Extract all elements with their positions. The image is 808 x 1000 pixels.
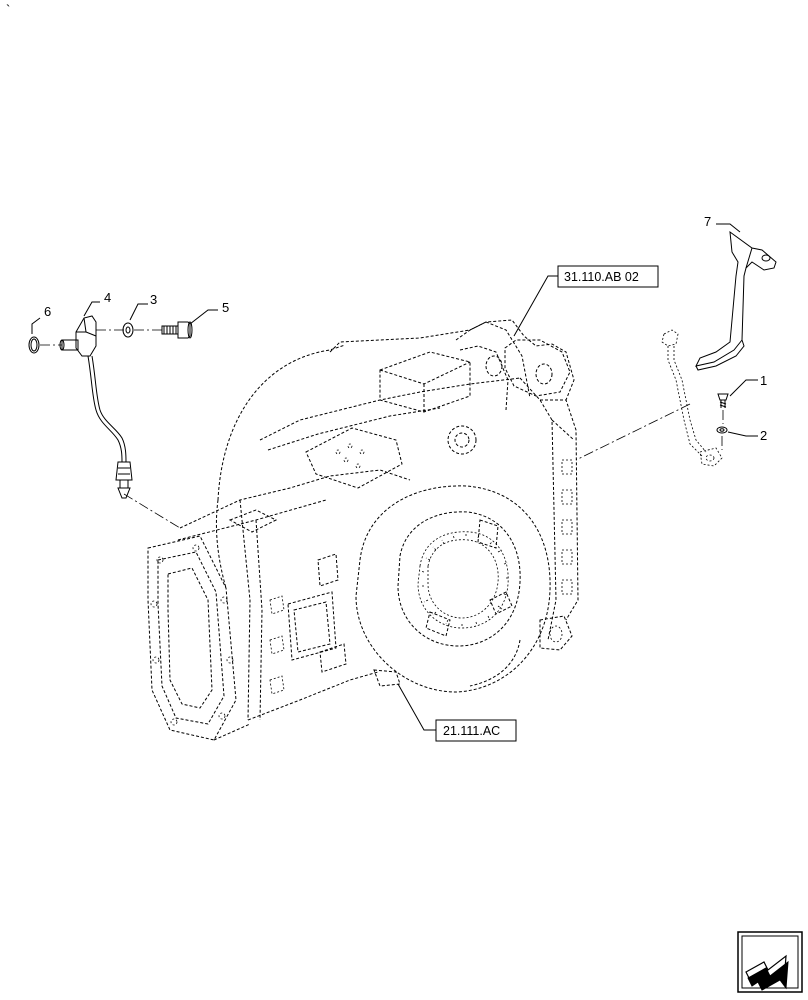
next-page-arrow-icon[interactable]	[737, 931, 803, 993]
reference-label-top: 31.110.AB 02	[564, 270, 639, 284]
callout-5: 5	[222, 300, 229, 315]
callout-leaders	[31, 223, 758, 731]
part-7-bracket	[695, 230, 777, 371]
part-5-bolt	[161, 321, 193, 339]
right-sensor-harness	[661, 329, 723, 467]
callout-6: 6	[44, 304, 51, 319]
part-4-speed-sensor	[59, 315, 133, 499]
part-2-washer	[716, 426, 728, 434]
callout-7: 7	[704, 214, 711, 229]
corner-mark: `	[6, 2, 10, 17]
callout-3: 3	[150, 292, 157, 307]
reference-label-bottom: 21.111.AC	[443, 724, 500, 738]
transmission-housing	[147, 319, 579, 741]
part-1-screw	[717, 393, 729, 408]
part-6-o-ring	[28, 336, 40, 354]
reference-box-bottom[interactable]: 21.111.AC	[435, 719, 517, 742]
callout-1: 1	[760, 373, 767, 388]
part-3-washer	[122, 322, 134, 338]
reference-box-top[interactable]: 31.110.AB 02	[557, 265, 659, 288]
callout-2: 2	[760, 428, 767, 443]
callout-4: 4	[104, 290, 111, 305]
